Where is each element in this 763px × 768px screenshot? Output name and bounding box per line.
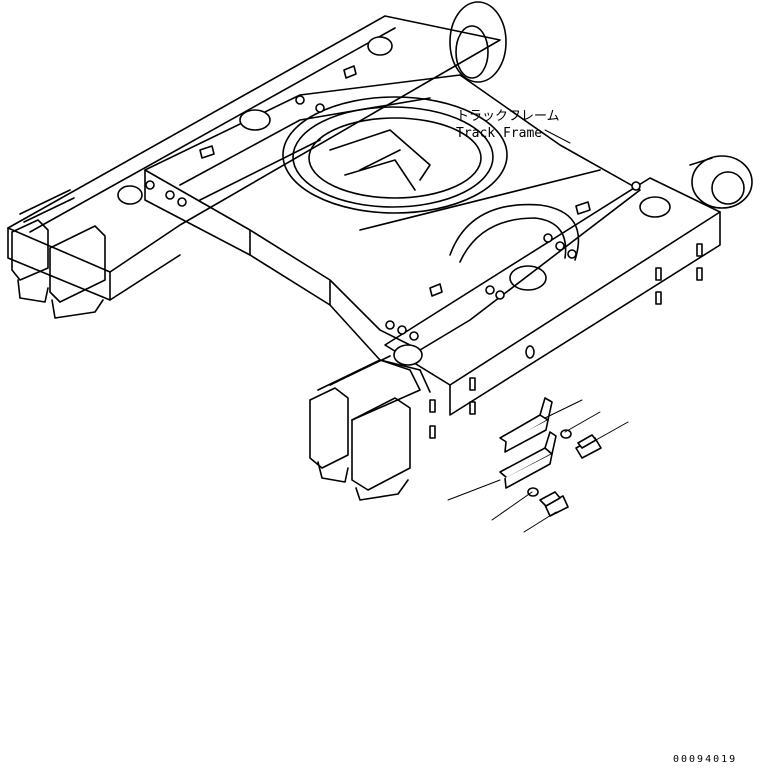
bolt-clusters bbox=[145, 95, 641, 341]
track-frame-callout: トラックフレーム Track Frame bbox=[456, 109, 560, 141]
leader-lines bbox=[447, 129, 629, 533]
lower-bolt bbox=[539, 491, 569, 517]
upper-washer bbox=[560, 429, 572, 439]
drawing-number: 00094019 bbox=[673, 754, 737, 765]
lower-washer bbox=[527, 487, 539, 497]
mounting-pads bbox=[117, 36, 671, 366]
track-frame-body bbox=[7, 1, 753, 501]
upper-bracket bbox=[499, 397, 553, 453]
callout-label-jp: トラックフレーム bbox=[456, 109, 560, 124]
exploded-hardware bbox=[499, 397, 602, 517]
upper-bolt bbox=[575, 434, 602, 459]
lower-bracket bbox=[499, 431, 557, 489]
callout-label-en: Track Frame bbox=[456, 126, 542, 141]
